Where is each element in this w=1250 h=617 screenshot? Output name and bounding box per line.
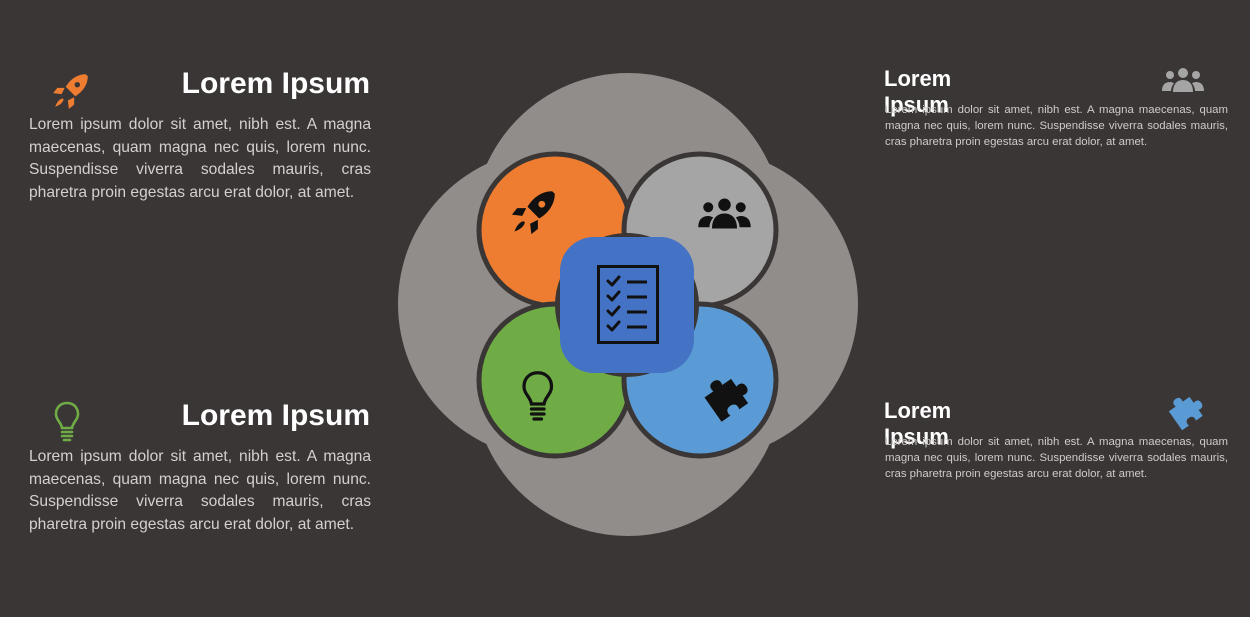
top-left-title: Lorem Ipsum bbox=[181, 67, 370, 100]
lightbulb-icon bbox=[522, 371, 554, 421]
puzzle-piece-icon bbox=[704, 378, 749, 422]
center-square bbox=[560, 237, 694, 373]
top-left-description: Lorem ipsum dolor sit amet, nibh est. A … bbox=[29, 116, 371, 201]
checklist-icon bbox=[597, 265, 659, 344]
bottom-right-description: Lorem ipsum dolor sit amet, nibh est. A … bbox=[885, 436, 1228, 481]
top-right-title: Lorem Ipsum bbox=[884, 66, 952, 117]
rocket-icon bbox=[511, 191, 555, 235]
bottom-left-title: Lorem Ipsum bbox=[181, 399, 370, 432]
bottom-right-title: Lorem Ipsum bbox=[884, 398, 952, 449]
people-group-icon bbox=[1162, 68, 1204, 92]
top-right-description: Lorem ipsum dolor sit amet, nibh est. A … bbox=[885, 104, 1228, 149]
rocket-icon bbox=[53, 74, 88, 109]
puzzle-piece-icon bbox=[1168, 396, 1203, 431]
lightbulb-icon bbox=[54, 401, 80, 442]
bottom-left-description: Lorem ipsum dolor sit amet, nibh est. A … bbox=[29, 448, 371, 533]
people-group-icon bbox=[698, 198, 751, 229]
